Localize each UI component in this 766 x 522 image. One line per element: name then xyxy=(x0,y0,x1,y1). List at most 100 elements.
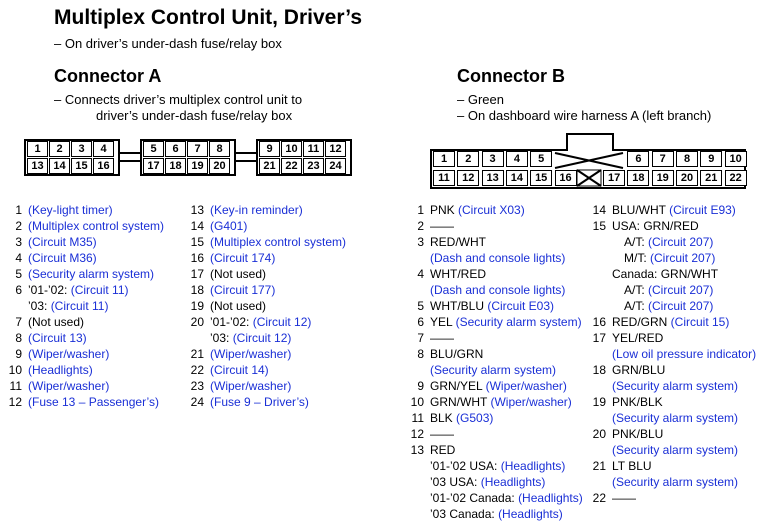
pin-wire-text: GRN/YEL xyxy=(430,379,486,393)
page-subtitle: – On driver’s under-dash fuse/relay box xyxy=(54,36,282,51)
pin-number: 3 xyxy=(15,235,22,249)
pin-row: 22(Circuit 14) xyxy=(186,363,269,378)
pin-number: 8 xyxy=(417,347,424,361)
pin-number: 4 xyxy=(15,251,22,265)
pin-row: 21(Wiper/washer) xyxy=(186,347,292,362)
page-title: Multiplex Control Unit, Driver’s xyxy=(54,6,363,29)
pin-row-detail: Canada: GRN/WHT xyxy=(588,267,718,282)
connector-b-pin: 20 xyxy=(676,170,698,186)
pin-wire-text: PNK/BLU xyxy=(612,427,664,441)
pin-wire-text: RED/GRN xyxy=(612,315,671,329)
pin-wire-text: A/T: xyxy=(624,283,649,297)
pin-wire-text: PNK/BLK xyxy=(612,395,663,409)
pin-circuit-ref: (Security alarm system) xyxy=(430,363,557,377)
pin-number: 2 xyxy=(15,219,22,233)
pin-row: 4(Circuit M36) xyxy=(4,251,96,266)
pin-number: 2 xyxy=(417,219,424,233)
pin-wire-text: BLU/WHT xyxy=(612,203,670,217)
connector-a-pin: 20 xyxy=(209,158,230,174)
connector-b-pin: 4 xyxy=(505,151,528,167)
pin-row: 7(Not used) xyxy=(4,315,84,330)
pin-circuit-ref: (Key-light timer) xyxy=(28,203,113,217)
pin-wire-text: YEL xyxy=(430,315,456,329)
connector-b-blocked-cross xyxy=(576,169,602,187)
pin-number: 11 xyxy=(411,411,424,425)
connector-a-link xyxy=(234,160,258,162)
pin-circuit-ref: (Circuit 207) xyxy=(648,235,714,249)
pin-wire-text: USA: GRN/RED xyxy=(612,219,699,233)
connector-b-key xyxy=(566,133,614,151)
pin-wire-text: —— xyxy=(430,331,454,345)
pin-circuit-ref: (Headlights) xyxy=(518,491,583,505)
pin-row: 22 —— xyxy=(588,491,636,506)
pin-row: 10(Headlights) xyxy=(4,363,93,378)
pin-circuit-ref: (Security alarm system) xyxy=(612,475,739,489)
connector-a-pin: 9 xyxy=(259,141,280,157)
pin-circuit-ref: (Wiper/washer) xyxy=(210,347,292,361)
connector-b-pin: 2 xyxy=(457,151,480,167)
pin-circuit-ref: (Circuit E03) xyxy=(487,299,555,313)
pin-wire-text: (Not used) xyxy=(210,267,267,281)
connector-b-pin: 7 xyxy=(651,151,674,167)
connector-a-pin: 3 xyxy=(71,141,92,157)
pin-wire-text: GRN/BLU xyxy=(612,363,666,377)
pin-number: 11 xyxy=(9,379,22,393)
pin-row: 11(Wiper/washer) xyxy=(4,379,110,394)
pin-circuit-ref: (Wiper/washer) xyxy=(210,379,292,393)
connector-b-blocked-cross xyxy=(554,152,624,169)
connector-a-link xyxy=(234,152,258,154)
pin-row-detail: ’03: (Circuit 11) xyxy=(4,299,108,314)
pin-row: 15 (Multiplex control system) xyxy=(186,235,346,250)
pin-circuit-ref: (Fuse 9 – Driver’s) xyxy=(210,395,309,409)
pin-number: 1 xyxy=(15,203,22,217)
pin-wire-text: WHT/BLU xyxy=(430,299,488,313)
pin-row-detail: (Security alarm system) xyxy=(588,411,738,426)
pin-wire-text: RED xyxy=(430,443,456,457)
pin-circuit-ref: (Circuit X03) xyxy=(458,203,525,217)
connector-b-desc-1: – Green xyxy=(457,92,504,107)
connector-b-pin: 6 xyxy=(627,151,650,167)
pin-row: 12(Fuse 13 – Passenger’s) xyxy=(4,395,159,410)
connector-a-pin: 14 xyxy=(49,158,70,174)
connector-b-pin: 9 xyxy=(700,151,723,167)
pin-wire-text: ’01-’02: xyxy=(28,283,71,297)
connector-b-pin: 13 xyxy=(481,170,504,186)
connector-b-pin: 17 xyxy=(603,170,626,186)
connector-b-pin: 14 xyxy=(505,170,528,186)
pin-row: 18 GRN/BLU xyxy=(588,363,666,378)
pin-circuit-ref: (Multiplex control system) xyxy=(210,235,347,249)
pin-row-detail: (Security alarm system) xyxy=(588,443,738,458)
connector-b-pin: 16 xyxy=(554,170,577,186)
connector-a-pin: 17 xyxy=(143,158,164,174)
connector-b-pin: 1 xyxy=(433,151,455,167)
connector-a-pin: 7 xyxy=(187,141,208,157)
pin-wire-text: ’03 Canada: xyxy=(430,507,499,521)
connector-a-link xyxy=(118,152,142,154)
pin-circuit-ref: (Circuit 12) xyxy=(252,315,312,329)
connector-a-block xyxy=(24,139,120,176)
pin-number: 22 xyxy=(592,491,606,505)
pin-number: 18 xyxy=(592,363,606,377)
pin-circuit-ref: (Circuit 207) xyxy=(648,299,714,313)
pin-circuit-ref: (Security alarm system) xyxy=(612,379,739,393)
pin-wire-text: PNK xyxy=(430,203,459,217)
pin-row-detail: ’03 Canada: (Headlights) xyxy=(406,507,563,522)
pin-row: 2(Multiplex control system) xyxy=(4,219,164,234)
connector-b-blocked-cell xyxy=(576,169,602,187)
pin-number: 15 xyxy=(190,235,204,249)
connector-b-title: Connector B xyxy=(457,66,565,86)
pin-wire-text: —— xyxy=(612,491,636,505)
pin-circuit-ref: (Circuit 177) xyxy=(210,283,276,297)
pin-circuit-ref: (Headlights) xyxy=(500,459,566,473)
pin-row: 13(Key-in reminder) xyxy=(186,203,303,218)
pin-row: 24(Fuse 9 – Driver’s) xyxy=(186,395,309,410)
pin-number: 21 xyxy=(592,459,606,473)
